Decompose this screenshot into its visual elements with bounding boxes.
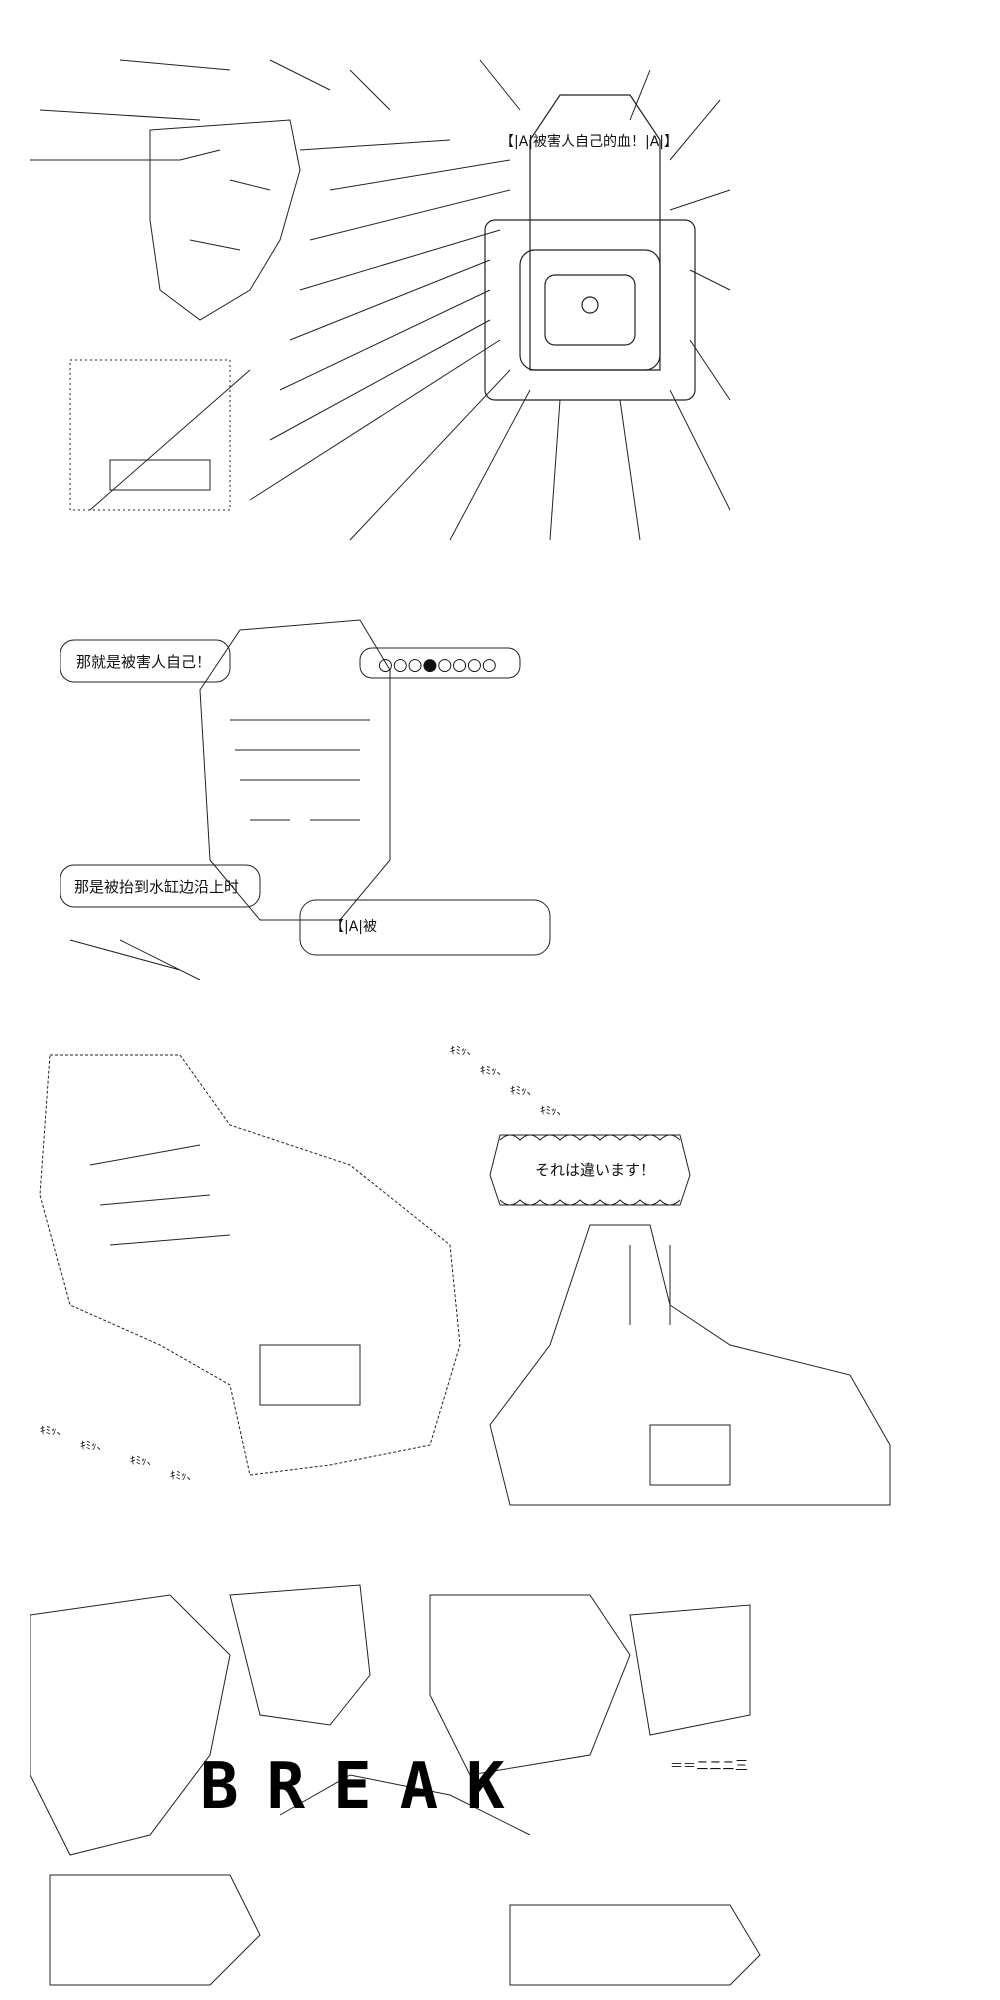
panel-3: それは違います！ ｷﾐｯ、 ｷﾐｯ、 ｷﾐｯ、 ｷﾐｯ、 ｷﾐｯ、 ｷﾐｯ、 ｷ… [30,1045,960,1515]
panel-3-bubble-text: それは違います！ [535,1161,656,1179]
side-marks: ＝＝ニニニ三 [670,1759,749,1774]
bubble-small-text: 【|A|被 [330,919,378,935]
kimi-mark-8: ｷﾐｯ、 [170,1469,198,1482]
panel-1-caption: 【|A|被害人自己的血！|A|】 [500,134,679,150]
bubble-left-text: 那就是被害人自己！ [76,653,212,671]
panel-2-art [60,619,551,980]
kimi-mark-4: ｷﾐｯ、 [540,1104,568,1117]
panel-1-art [30,59,731,541]
kimi-mark-6: ｷﾐｯ、 [80,1439,108,1452]
kimi-mark-7: ｷﾐｯ、 [130,1454,158,1467]
panel-1: 【|A|被害人自己的血！|A|】 [30,40,750,550]
panel-3-art [39,1054,891,1506]
kimi-mark-3: ｷﾐｯ、 [510,1084,538,1097]
dots-bubble-text: ○○○●○○○○ [378,655,497,675]
panel-2: ○○○●○○○○ 那就是被害人自己！ 那是被抬到水缸边沿上时 【|A|被 [60,600,620,980]
bubble-bottom-text: 那是被抬到水缸边沿上时 [74,878,240,896]
kimi-mark-1: ｷﾐｯ、 [450,1044,478,1057]
panel-4-art [30,1584,761,1986]
kimi-mark-5: ｷﾐｯ、 [40,1424,68,1437]
kimi-mark-2: ｷﾐｯ、 [480,1064,508,1077]
break-title: BREAK [200,1750,533,1824]
panel-4: ＝＝ニニニ三 [30,1575,770,1990]
